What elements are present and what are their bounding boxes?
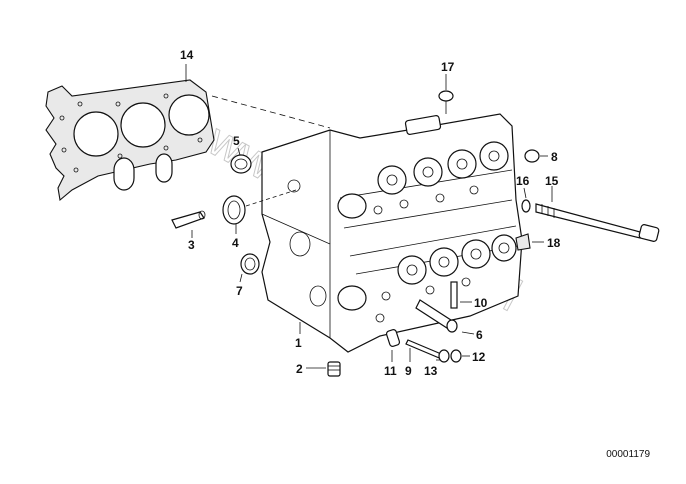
guide: [415, 299, 458, 333]
callout-2: 2: [296, 362, 303, 376]
leader-16: [523, 187, 527, 199]
leader-6: [461, 331, 475, 335]
sleeve-small: [385, 329, 401, 347]
callout-16: 16: [516, 174, 530, 188]
dowel-pin: [171, 210, 206, 229]
callout-4: 4: [232, 236, 239, 250]
stud: [450, 281, 458, 309]
sleeve: [222, 195, 246, 225]
threaded-plug: [327, 361, 341, 377]
head-bolt: [535, 203, 660, 242]
sleeve-alignment-line: [245, 189, 297, 207]
callout-17: 17: [441, 60, 455, 74]
callout-14: 14: [180, 48, 194, 62]
callout-9: 9: [405, 364, 412, 378]
callout-11: 11: [384, 364, 397, 378]
callout-18: 18: [547, 236, 561, 250]
nut: [450, 349, 462, 363]
callout-10: 10: [474, 296, 488, 310]
callout-7: 7: [236, 284, 243, 298]
callout-6: 6: [476, 328, 483, 342]
seal-ring-small: [240, 253, 260, 275]
leader-5: [237, 147, 241, 156]
gasket-alignment-line: [211, 95, 331, 129]
leader-7: [239, 273, 243, 283]
cap-nut: [524, 149, 540, 163]
plug: [438, 90, 454, 114]
clip: [515, 233, 531, 251]
callout-3: 3: [188, 238, 195, 252]
callout-5: 5: [233, 134, 240, 148]
callout-12: 12: [472, 350, 486, 364]
head-gasket: [45, 79, 215, 202]
callout-15: 15: [545, 174, 559, 188]
callout-8: 8: [551, 150, 558, 164]
washer: [521, 199, 531, 213]
seal-ring: [230, 154, 252, 174]
cylinder-head: [261, 113, 523, 353]
callout-13: 13: [424, 364, 438, 378]
callout-1: 1: [295, 336, 302, 350]
document-number: 00001179: [606, 449, 650, 460]
washer-small: [438, 349, 450, 363]
